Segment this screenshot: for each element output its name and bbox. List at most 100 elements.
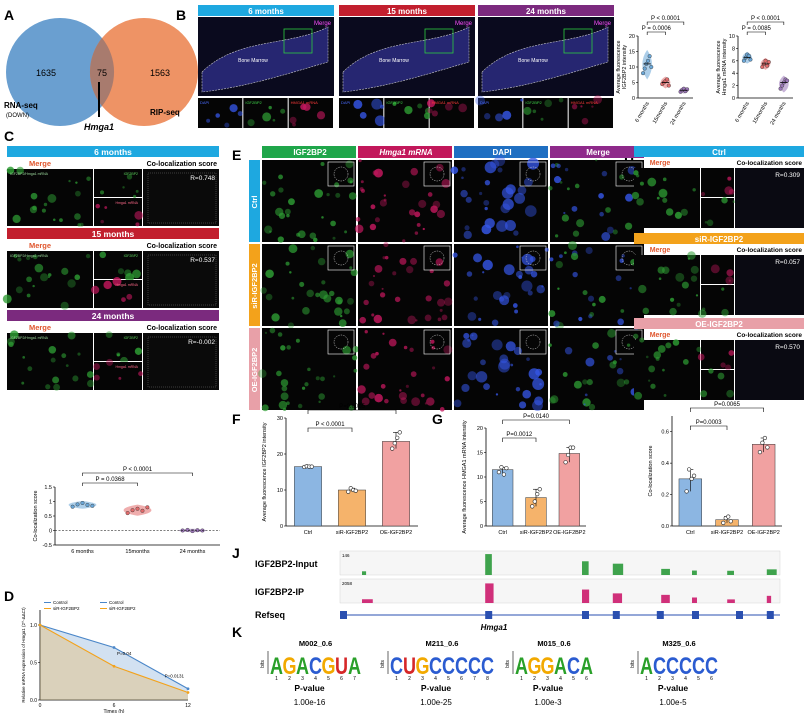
data-point: [570, 445, 576, 450]
bits-label: bits: [380, 660, 386, 668]
coverage-peak: [727, 570, 734, 575]
bar: [294, 466, 322, 527]
inset-cell-outline: [333, 250, 349, 266]
position-label: 1: [645, 676, 648, 682]
fluorescent-spot: [262, 180, 267, 185]
fluorescent-spot: [47, 194, 57, 203]
p-value-title: P-value: [533, 683, 564, 693]
fluorescent-spot: [483, 199, 490, 206]
y-axis-label: Average fluorescence IGF2BP2 intensity: [262, 422, 268, 521]
channel-tile: [429, 98, 474, 128]
fluorescent-spot: [329, 290, 335, 297]
significance-bracket: [646, 21, 685, 25]
mini-merge-label: IGF2BP2/Hmga1 mRNA: [10, 254, 49, 258]
fluorescent-spot: [292, 122, 296, 127]
fluorescent-spot: [281, 385, 288, 392]
fluorescent-spot: [372, 275, 376, 278]
position-label: 4: [684, 676, 687, 682]
age-header-bar: [7, 228, 219, 239]
fluorescent-spot: [383, 198, 387, 202]
fluorescent-spot: [465, 196, 472, 203]
position-label: 1: [275, 676, 278, 682]
fluorescent-spot: [392, 271, 397, 276]
fluorescent-spot: [291, 296, 295, 300]
motif-letter: C: [455, 654, 468, 680]
fluorescent-spot: [497, 167, 503, 173]
y-tick-label: 0: [732, 96, 735, 102]
y-tick-label: 1.5: [44, 485, 52, 491]
fluorescent-spot: [61, 353, 67, 359]
fluorescent-spot: [437, 317, 442, 322]
fluorescent-spot: [16, 166, 24, 175]
fluorescent-spot: [373, 314, 383, 324]
category-label: Ctrl: [686, 530, 695, 536]
fluorescent-spot: [620, 309, 625, 313]
p-value-label: P < 0.0001: [751, 16, 781, 22]
fluorescent-spot: [260, 287, 267, 294]
fluorescent-spot: [710, 264, 720, 274]
coverage-peak: [661, 594, 670, 603]
data-point: [185, 527, 190, 532]
red-channel-tile: [94, 198, 142, 226]
scatter-frame: [147, 254, 217, 306]
position-label: 8: [486, 676, 489, 682]
position-label: 6: [340, 676, 343, 682]
data-point: [757, 450, 763, 455]
y-tick-label: 10: [477, 475, 483, 481]
fluorescent-spot: [430, 339, 435, 344]
data-point: [760, 64, 765, 69]
fluorescent-spot: [361, 397, 370, 406]
motif-letter: A: [515, 654, 528, 680]
x-tick-label: 0: [39, 703, 42, 709]
position-label: 2: [658, 676, 661, 682]
significance-bracket: [502, 437, 537, 442]
fluorescent-spot: [118, 376, 122, 380]
fluorescent-spot: [106, 358, 114, 366]
correlation-value: R=0.309: [775, 172, 800, 179]
micrograph-tile: [262, 160, 356, 242]
fluorescent-spot: [617, 318, 624, 326]
series-point: [186, 687, 190, 691]
category-label: 6 months: [734, 101, 751, 124]
fluorescent-spot: [280, 345, 286, 351]
gene-name-label: Hmga1: [481, 623, 508, 632]
motif-letter: A: [640, 654, 653, 680]
fluorescent-spot: [135, 222, 140, 227]
fluorescent-spot: [502, 110, 512, 120]
track-frame: [339, 550, 781, 576]
fluorescent-spot: [658, 277, 662, 280]
fluorescent-spot: [247, 119, 255, 127]
venn-left-sublabel: (DOWN): [6, 113, 29, 119]
mini-merge-label: IGF2BP2/Hmga1 mRNA: [10, 172, 49, 176]
fluorescent-spot: [40, 273, 49, 282]
category-label: Ctrl: [498, 530, 507, 536]
fluorescent-spot: [301, 386, 306, 390]
fluorescent-spot: [68, 179, 71, 183]
fluorescent-spot: [633, 333, 639, 339]
row-header-bar: [249, 160, 260, 242]
fluorescent-spot: [237, 111, 243, 117]
merge-title: Merge: [29, 159, 51, 168]
p-value-annotation: P=0.04: [117, 651, 132, 656]
fluorescent-spot: [521, 253, 534, 266]
fluorescent-spot: [32, 205, 37, 211]
fluorescent-spot: [629, 287, 632, 290]
fluorescent-spot: [410, 257, 418, 265]
fluorescent-spot: [460, 189, 468, 198]
fluorescent-spot: [408, 209, 416, 216]
panel-letter-g: G: [432, 411, 443, 427]
fluorescent-spot: [321, 280, 326, 285]
data-point: [778, 86, 783, 91]
fluorescent-spot: [480, 359, 486, 366]
fluorescent-spot: [690, 265, 699, 274]
fluorescent-spot: [133, 194, 137, 199]
fluorescent-spot: [287, 322, 295, 329]
fluorescent-spot: [475, 95, 486, 106]
fluorescent-spot: [443, 280, 451, 287]
fluorescent-spot: [265, 293, 273, 301]
channel-header-bar: [358, 146, 452, 158]
fluorescent-spot: [700, 390, 708, 398]
coverage-peak: [582, 561, 589, 575]
